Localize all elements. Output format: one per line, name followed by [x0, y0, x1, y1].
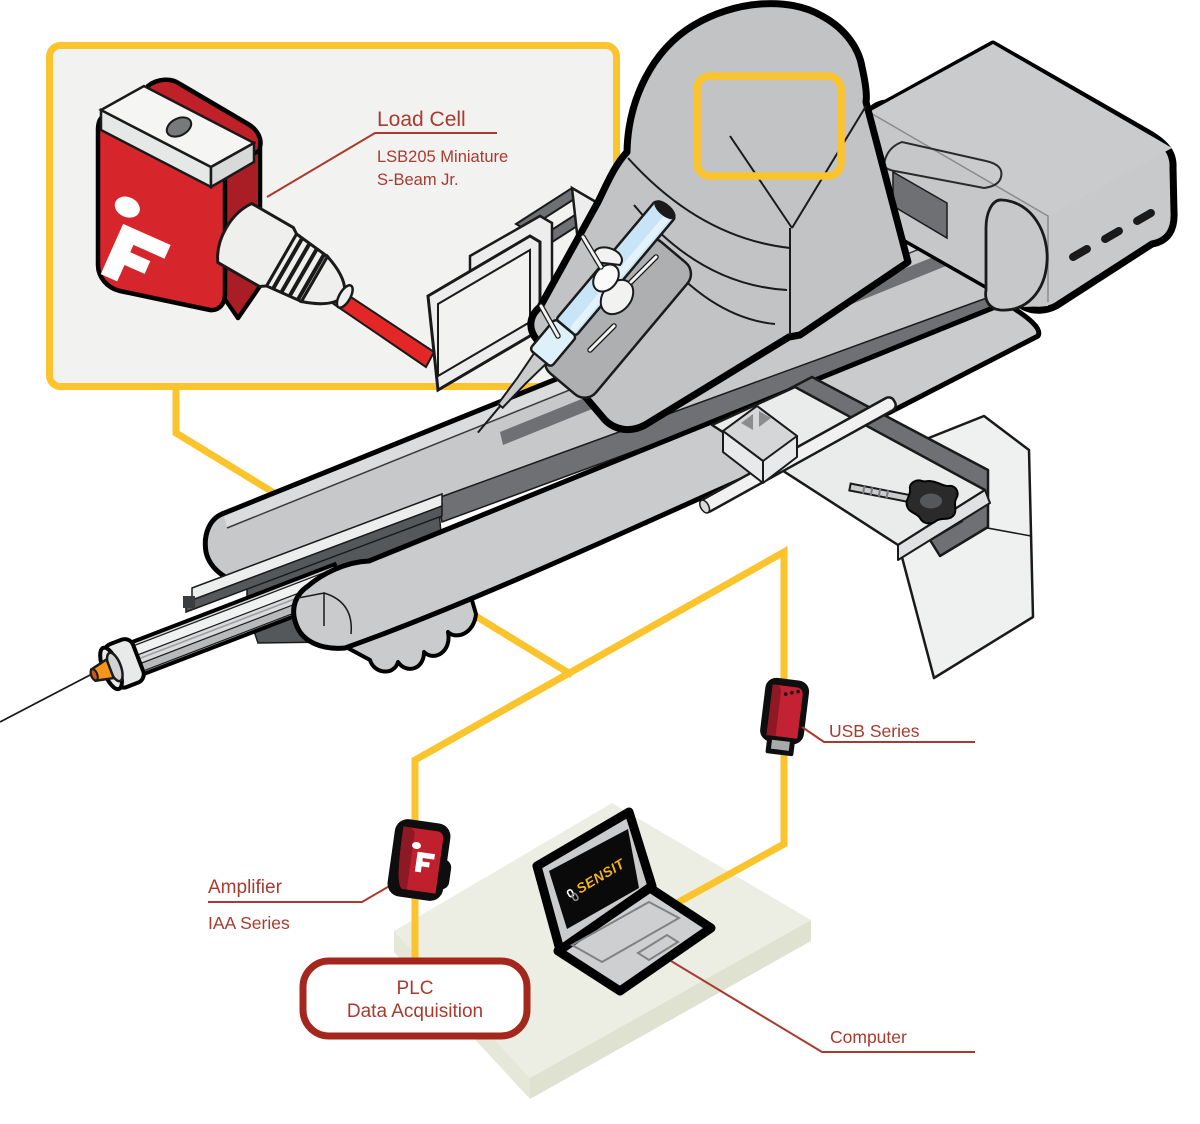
- svg-text:IAA Series: IAA Series: [208, 913, 290, 933]
- svg-text:Load Cell: Load Cell: [377, 108, 466, 131]
- svg-text:Data Acquisition: Data Acquisition: [347, 1001, 483, 1022]
- svg-text:PLC: PLC: [397, 978, 434, 999]
- svg-text:USB Series: USB Series: [829, 721, 920, 741]
- svg-text:Computer: Computer: [830, 1027, 907, 1047]
- svg-text:S-Beam Jr.: S-Beam Jr.: [377, 171, 459, 189]
- svg-text:LSB205 Miniature: LSB205 Miniature: [377, 148, 508, 166]
- svg-text:Amplifier: Amplifier: [208, 877, 283, 898]
